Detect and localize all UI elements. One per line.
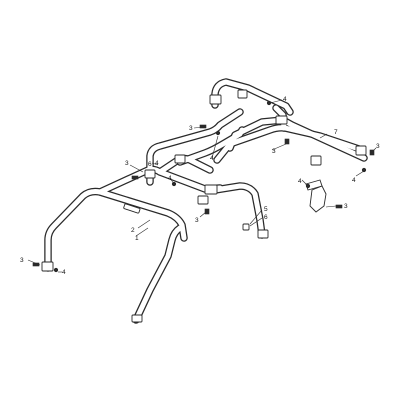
screw-3b	[131, 175, 139, 180]
callout-3: 3	[195, 217, 199, 224]
callout-2: 2	[131, 227, 135, 234]
callout-6: 6	[264, 214, 268, 221]
nut-4c	[215, 130, 221, 136]
nut-4f	[361, 167, 367, 173]
loose-clamp-assembly	[309, 185, 327, 213]
screw-3g	[369, 149, 375, 156]
lower-left-mount-bracket	[41, 261, 54, 272]
center-clamp-bracket	[204, 184, 218, 195]
screw-3a	[27, 259, 41, 267]
loose-clamp-plate	[305, 179, 323, 191]
callout-labels: 1 2 3 3 3 3 3 3 3 4 4 4 4 4 4 4 5 6 6 7	[20, 96, 380, 276]
lower-center-clamp-bracket	[197, 195, 209, 205]
screw-3f	[335, 204, 343, 209]
clamp-brackets	[41, 89, 367, 323]
callout-3: 3	[376, 143, 380, 150]
callout-3: 3	[189, 125, 193, 132]
hoop-gusset-plate	[123, 203, 141, 214]
callout-4: 4	[155, 160, 159, 167]
left-clamp-bracket	[144, 169, 156, 179]
callout-4: 4	[210, 155, 214, 162]
rear-end-cap	[355, 145, 367, 156]
callout-7: 7	[334, 129, 338, 136]
rear-right-clamp-bracket	[275, 115, 288, 125]
rear-top-clamp-bracket	[237, 89, 248, 99]
callout-4: 4	[62, 269, 66, 276]
screw-3c	[199, 124, 207, 129]
leader-lines	[58, 99, 377, 273]
callout-3: 3	[344, 203, 348, 210]
center-left-clamp-bracket	[174, 154, 186, 164]
callout-4: 4	[298, 178, 302, 185]
mount-pad-5	[242, 223, 250, 231]
callout-5: 5	[264, 206, 268, 213]
callout-4: 4	[352, 177, 356, 184]
callout-1: 1	[135, 235, 139, 242]
hardware	[27, 100, 375, 273]
lower-right-mount-bracket	[257, 229, 269, 239]
nut-4a	[53, 267, 59, 273]
rear-left-clamp-bracket	[209, 94, 222, 105]
callout-4: 4	[283, 96, 287, 103]
callout-6: 6	[148, 161, 152, 168]
callout-3: 3	[125, 160, 129, 167]
lower-front-mount-bracket	[131, 314, 143, 323]
right-clamp-bracket	[310, 155, 322, 166]
callout-3: 3	[272, 148, 276, 155]
callout-3: 3	[20, 257, 24, 264]
screw-3e	[284, 138, 290, 145]
callout-4: 4	[168, 175, 172, 182]
screw-3d	[204, 208, 210, 215]
